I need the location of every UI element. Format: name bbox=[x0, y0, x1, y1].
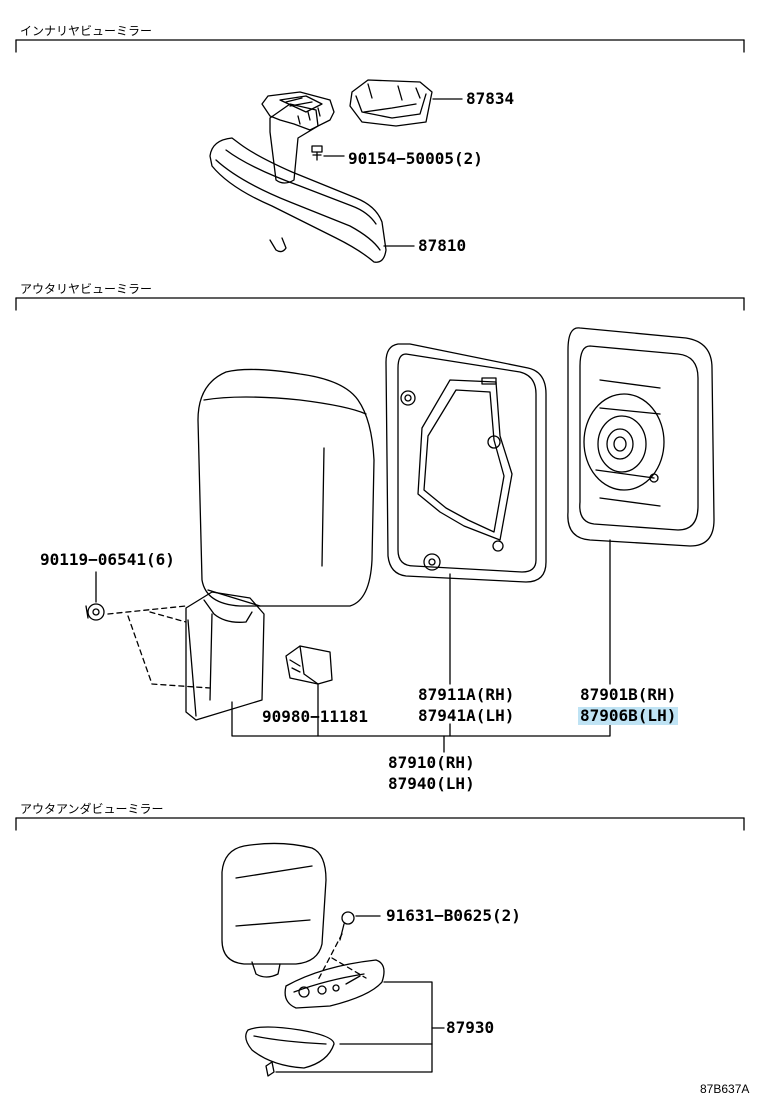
under-dashed-lines bbox=[317, 933, 367, 981]
screw-dashed-lines bbox=[107, 605, 211, 689]
section-bracket-3 bbox=[15, 817, 745, 831]
connector-90980 bbox=[285, 645, 333, 685]
section-title-outer-mirror: アウタリヤビューミラー bbox=[20, 282, 153, 296]
part-label-90154: 90154−50005(2) bbox=[348, 149, 483, 168]
part-label-87810: 87810 bbox=[418, 236, 467, 255]
diagram-code: 87B637A bbox=[700, 1082, 750, 1096]
screw-91631 bbox=[339, 911, 355, 941]
inner-mirror-stay bbox=[261, 91, 335, 184]
outer-mirror-housing bbox=[197, 368, 375, 607]
mirror-glass-87901 bbox=[567, 327, 715, 547]
part-label-91631: 91631−B0625(2) bbox=[386, 906, 521, 925]
screw-90154 bbox=[311, 145, 323, 161]
inner-mirror-body bbox=[209, 137, 387, 263]
section-title-under-mirror: アウタアンダビューミラー bbox=[20, 802, 164, 816]
part-label-90980: 90980−11181 bbox=[262, 707, 368, 726]
part-label-87910: 87910(RH) bbox=[388, 753, 475, 772]
screw-90119 bbox=[85, 603, 105, 621]
screw-small bbox=[265, 1061, 275, 1077]
stay-cover-87834 bbox=[349, 79, 433, 127]
outer-mirror-arm bbox=[185, 591, 265, 721]
section-bracket-1 bbox=[15, 39, 745, 53]
part-label-87911: 87911A(RH) bbox=[418, 685, 515, 704]
mirror-frame-87911 bbox=[385, 343, 547, 583]
part-label-87906-highlighted: 87906B(LH) bbox=[578, 706, 679, 725]
section-bracket-2 bbox=[15, 297, 745, 311]
part-label-87930: 87930 bbox=[446, 1018, 495, 1037]
under-mirror-head bbox=[221, 842, 327, 978]
under-mirror-bracket bbox=[284, 959, 385, 1009]
under-mirror-cover bbox=[245, 1026, 335, 1069]
section-title-inner-mirror: インナリヤビューミラー bbox=[20, 24, 153, 38]
part-label-90119: 90119−06541(6) bbox=[40, 550, 175, 569]
part-label-87941: 87941A(LH) bbox=[418, 706, 515, 725]
part-label-87834: 87834 bbox=[466, 89, 515, 108]
part-label-87901: 87901B(RH) bbox=[580, 685, 677, 704]
part-label-87940: 87940(LH) bbox=[388, 774, 475, 793]
